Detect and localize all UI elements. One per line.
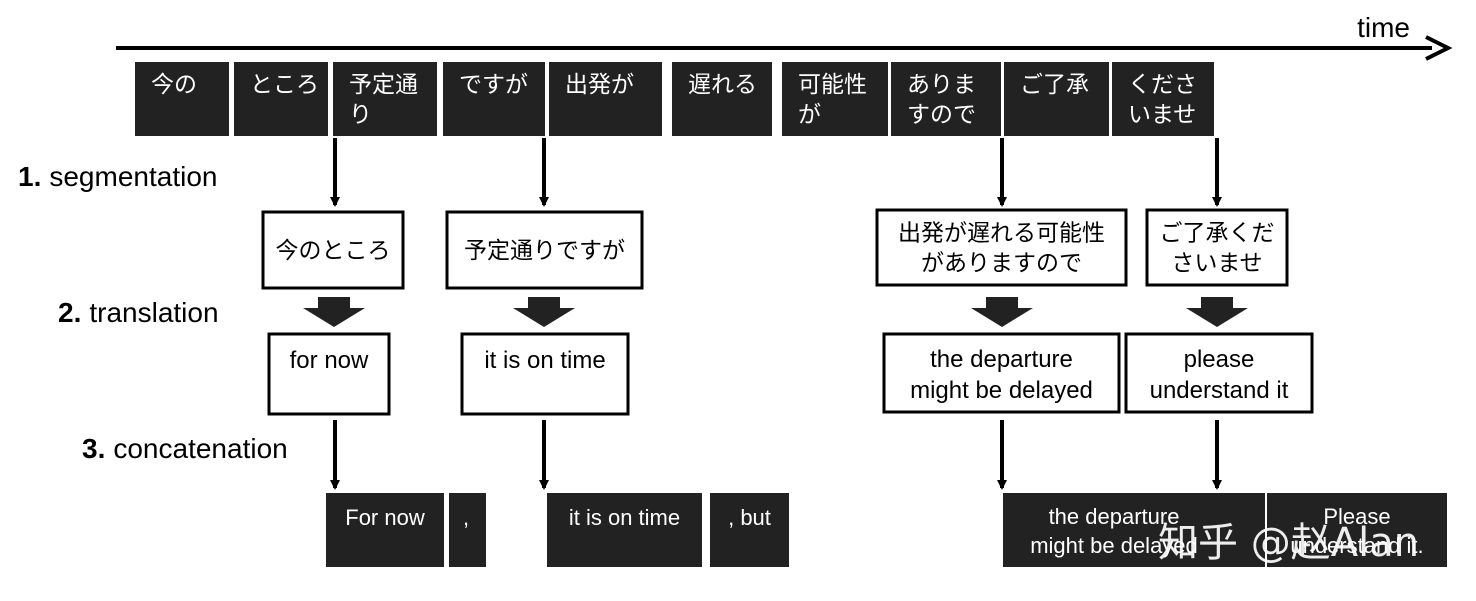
segment-box: 予定通りですが (445, 210, 644, 290)
output-text: , but (728, 505, 771, 530)
block-arrow-icon (303, 297, 365, 327)
output-text: For now (345, 505, 425, 530)
token-box: 出発が (549, 62, 662, 136)
token-box: ご了承 (1004, 62, 1109, 136)
token-box: 今の (135, 62, 229, 136)
token-text: くださいませ (1128, 72, 1197, 128)
time-label: time (1357, 12, 1410, 43)
token-box: くださいませ (1112, 62, 1214, 136)
step-segmentation: 1.segmentation (18, 161, 217, 192)
token-text: 予定通り (349, 72, 418, 128)
segment-text: 今のところ (276, 238, 391, 264)
segmentation-arrows (330, 138, 1222, 207)
token-box: ありますので (891, 62, 1001, 136)
block-arrow-icon (971, 297, 1033, 327)
output-box: it is on time (547, 493, 702, 567)
token-row: 今の ところ 予定通り ですが 出発が 遅れる 可能性がありますので ご了承 くださいませ (135, 62, 1214, 136)
output-text: it is on time (569, 505, 680, 530)
token-box: ところ (234, 62, 328, 136)
step-labels: 1.segmentation 2.translation 3.concatena… (18, 161, 288, 464)
token-text: ですが (459, 72, 528, 98)
token-text: 可能性が (798, 72, 867, 128)
token-text: ところ (250, 72, 319, 98)
time-axis: time (116, 12, 1453, 61)
token-box: 可能性が (782, 62, 888, 136)
step-concatenation: 3.concatenation (82, 433, 288, 464)
token-text: ご了承 (1020, 72, 1089, 98)
output-box: For now (326, 493, 444, 567)
translation-box: for now (267, 332, 391, 416)
segment-box: ご了承くださいませ (1145, 208, 1289, 287)
token-text: 遅れる (688, 72, 757, 98)
token-box: 遅れる (672, 62, 772, 136)
token-box: ですが (443, 62, 545, 136)
time-arrow-icon (1425, 35, 1453, 61)
token-text: 今の (151, 72, 197, 98)
output-box: , but (710, 493, 789, 567)
token-box: 予定通り (333, 62, 437, 136)
segment-text: ご了承くださいませ (1160, 221, 1275, 277)
concatenation-arrows (330, 420, 1222, 490)
step-translation: 2.translation (58, 297, 219, 328)
segment-box: 今のところ (261, 210, 405, 290)
token-text: ありますので (907, 72, 976, 128)
block-arrow-icon (1186, 297, 1248, 327)
translation-text: it is on time (484, 347, 605, 374)
segment-text: 出発が遅れる可能性がありますので (898, 221, 1105, 277)
token-text: 出発が (565, 72, 634, 98)
translation-arrows (303, 297, 1248, 327)
watermark: 知乎 @赵Alan (1158, 520, 1419, 566)
segment-box: 出発が遅れる可能性がありますので (875, 208, 1128, 287)
segment-text: 予定通りですが (464, 238, 625, 264)
block-arrow-icon (513, 297, 575, 327)
translation-box: it is on time (460, 332, 630, 416)
translation-text: for now (290, 347, 369, 374)
output-text: , (463, 505, 469, 530)
output-box: , (449, 493, 486, 567)
